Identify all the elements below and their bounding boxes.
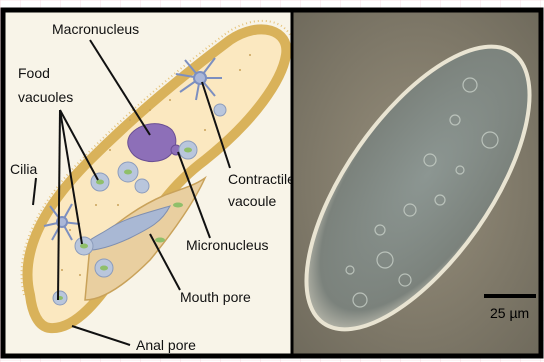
- label-contractile-line1: Contractile: [228, 171, 295, 187]
- label-micronucleus: Micronucleus: [186, 237, 268, 253]
- scale-bar-label: 25 µm: [490, 305, 529, 321]
- micrograph-panel: 25 µm: [264, 10, 544, 362]
- label-food-vacuoles-line1: Food: [18, 65, 50, 81]
- label-macronucleus: Macronucleus: [52, 21, 139, 37]
- label-contractile-line2: vacoule: [228, 193, 276, 209]
- label-mouth-pore: Mouth pore: [180, 289, 251, 305]
- label-anal-pore: Anal pore: [136, 337, 196, 353]
- label-cilia: Cilia: [10, 161, 37, 177]
- macronucleus: [128, 124, 176, 162]
- label-food-vacuoles-line2: vacuoles: [18, 89, 73, 105]
- diagram-panel: Macronucleus Food vacuoles Cilia Contrac…: [3, 10, 295, 356]
